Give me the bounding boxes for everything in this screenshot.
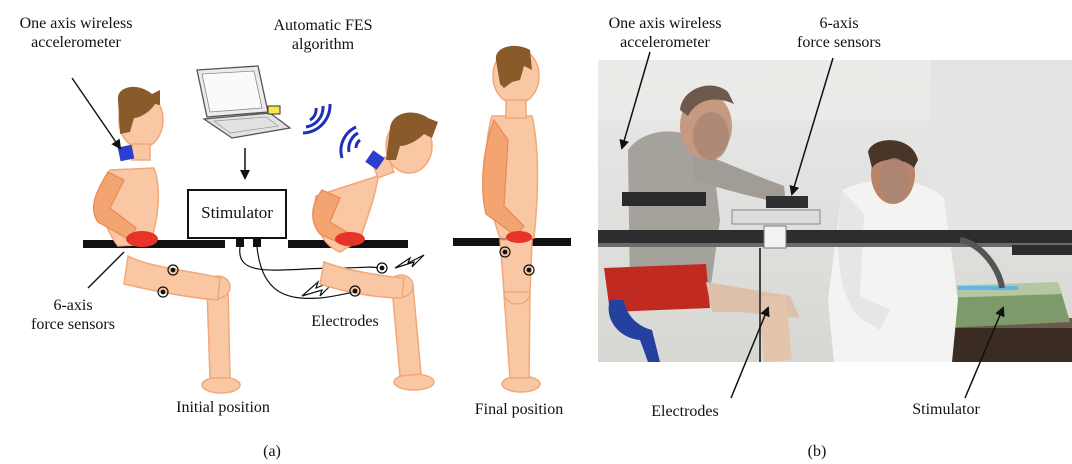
panel-b-photo [598, 52, 1072, 398]
label-line: force sensors [8, 315, 138, 334]
pointer-arrow [72, 78, 120, 148]
electrodes-label-b: Electrodes [640, 402, 730, 421]
figure-transition-position [313, 113, 438, 390]
label-line: Automatic FES [258, 16, 388, 35]
accelerometer-label-a: One axis wireless accelerometer [6, 14, 146, 52]
stimulator-device [938, 282, 1070, 328]
algorithm-label: Automatic FES algorithm [258, 16, 388, 54]
stimulator-label-b: Stimulator [898, 400, 994, 419]
laptop-icon [197, 66, 290, 138]
panel-a [72, 46, 571, 393]
pointer-line [88, 252, 124, 288]
caption-b: (b) [797, 442, 837, 461]
label-line: One axis wireless [6, 14, 146, 33]
figure-initial-position [93, 87, 240, 393]
label-line: One axis wireless [595, 14, 735, 33]
force-sensors-label-b: 6-axis force sensors [780, 14, 898, 52]
label-line: 6-axis [8, 296, 138, 315]
accelerometer-label-b: One axis wireless accelerometer [595, 14, 735, 52]
label-line: 6-axis [780, 14, 898, 33]
electrodes-label-a: Electrodes [300, 312, 390, 331]
wireless-signal-icon [341, 127, 360, 158]
wireless-signal-icon [303, 104, 330, 133]
figure-final-position [483, 46, 540, 392]
label-line: algorithm [258, 35, 388, 54]
stimulator-box-label: Stimulator [188, 203, 286, 223]
caption-a: (a) [252, 442, 292, 461]
final-position-label: Final position [458, 400, 580, 419]
label-line: accelerometer [595, 33, 735, 52]
force-sensors-label-a: 6-axis force sensors [8, 296, 138, 334]
initial-position-label: Initial position [158, 398, 288, 417]
label-line: accelerometer [6, 33, 146, 52]
label-line: force sensors [780, 33, 898, 52]
